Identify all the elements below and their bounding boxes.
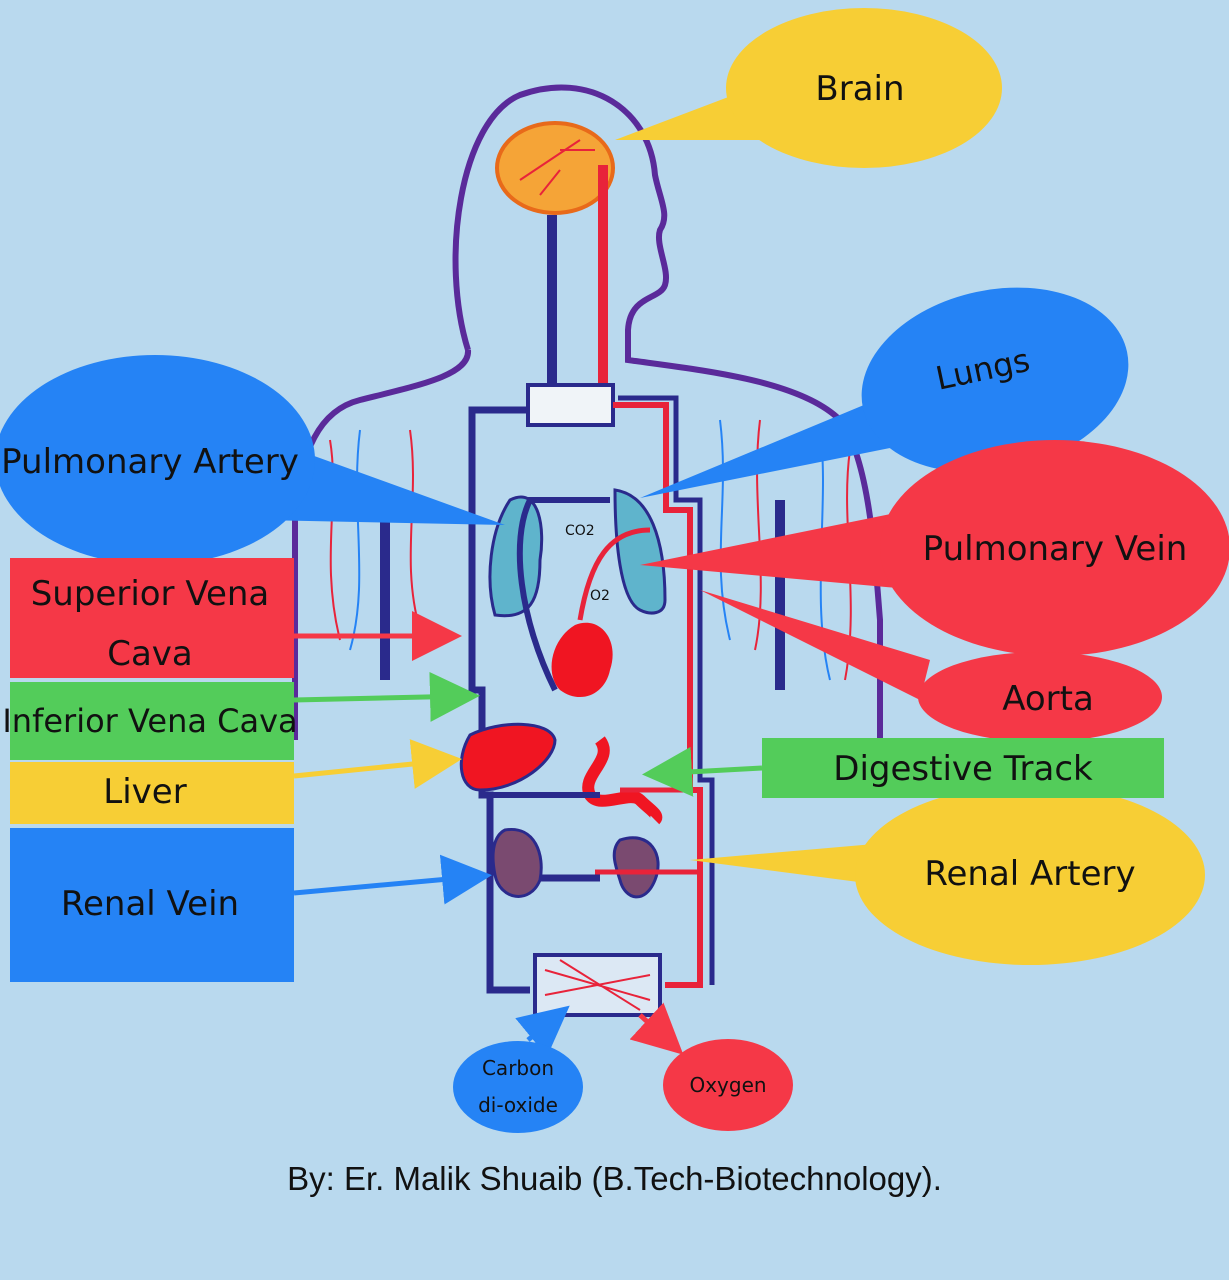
brain-vessels	[519, 139, 595, 196]
superior-vena-cava-label-line1: Superior Vena	[31, 574, 270, 614]
carbon-dioxide-bubble: Carbon di-oxide	[453, 1041, 583, 1133]
renal-vein-arrow	[293, 854, 492, 905]
brain-organ	[495, 121, 615, 215]
neck-artery	[598, 165, 608, 385]
pulmonary-artery-callout: Pulmonary Artery	[0, 355, 505, 565]
kidney-right	[612, 836, 660, 899]
oxygen-bubble: Oxygen	[663, 1039, 793, 1131]
aorta-line-outer	[618, 395, 715, 985]
head-capillary-bed	[526, 383, 615, 427]
brain-label: Brain	[815, 69, 904, 109]
renal-vein-label: Renal Vein	[61, 884, 239, 924]
carbon-dioxide-label-line2: di-oxide	[478, 1093, 558, 1117]
aorta-label: Aorta	[1002, 679, 1094, 719]
digestive-track-label: Digestive Track	[833, 749, 1093, 789]
aorta-line	[613, 402, 703, 988]
pulmonary-artery-label: Pulmonary Artery	[1, 442, 299, 482]
inferior-vena-cava-label: Inferior Vena Cava	[2, 702, 297, 740]
lungs-callout: Lungs	[640, 287, 1129, 498]
renal-artery-callout: Renal Artery	[690, 785, 1205, 965]
co2-mark: CO2	[565, 523, 595, 539]
lower-capillaries	[544, 959, 651, 1011]
pulmonary-artery-vessel	[516, 497, 610, 692]
author-credit: By: Er. Malik Shuaib (B.Tech-Biotechnolo…	[287, 1160, 942, 1197]
pulmonary-vein-label: Pulmonary Vein	[923, 529, 1188, 569]
digestive-track-box: Digestive Track	[762, 738, 1164, 798]
liver-label: Liver	[103, 772, 186, 812]
lung-left	[488, 495, 544, 618]
oxygen-label: Oxygen	[689, 1073, 766, 1097]
renal-vein-box: Renal Vein	[10, 828, 294, 982]
renal-artery-label: Renal Artery	[924, 854, 1135, 894]
oxygen-arrow	[629, 1002, 684, 1055]
pulmonary-vein-callout: Pulmonary Vein	[640, 440, 1229, 656]
liver-organ	[459, 722, 557, 792]
inferior-vena-cava-box: Inferior Vena Cava	[2, 682, 298, 760]
heart-organ	[551, 622, 613, 698]
digestive-organ	[582, 736, 663, 825]
o2-mark: O2	[590, 588, 610, 604]
superior-vena-cava-label-line2: Cava	[107, 634, 193, 674]
pulmonary-vein-vessel	[577, 527, 651, 621]
superior-vena-cava-box: Superior Vena Cava	[10, 558, 294, 678]
lung-right	[613, 488, 667, 615]
inferior-vena-cava-arrow	[293, 671, 480, 722]
brain-callout: Brain	[615, 8, 1002, 168]
aorta-callout: Aorta	[700, 590, 1162, 742]
kidney-left	[491, 828, 543, 898]
digestive-track-arrow	[642, 746, 763, 797]
liver-box: Liver	[10, 762, 294, 824]
neck-vein	[547, 215, 557, 385]
liver-arrow	[293, 739, 462, 789]
carbon-dioxide-label-line1: Carbon	[482, 1056, 554, 1080]
carbon-dioxide-arrow	[515, 1005, 570, 1057]
